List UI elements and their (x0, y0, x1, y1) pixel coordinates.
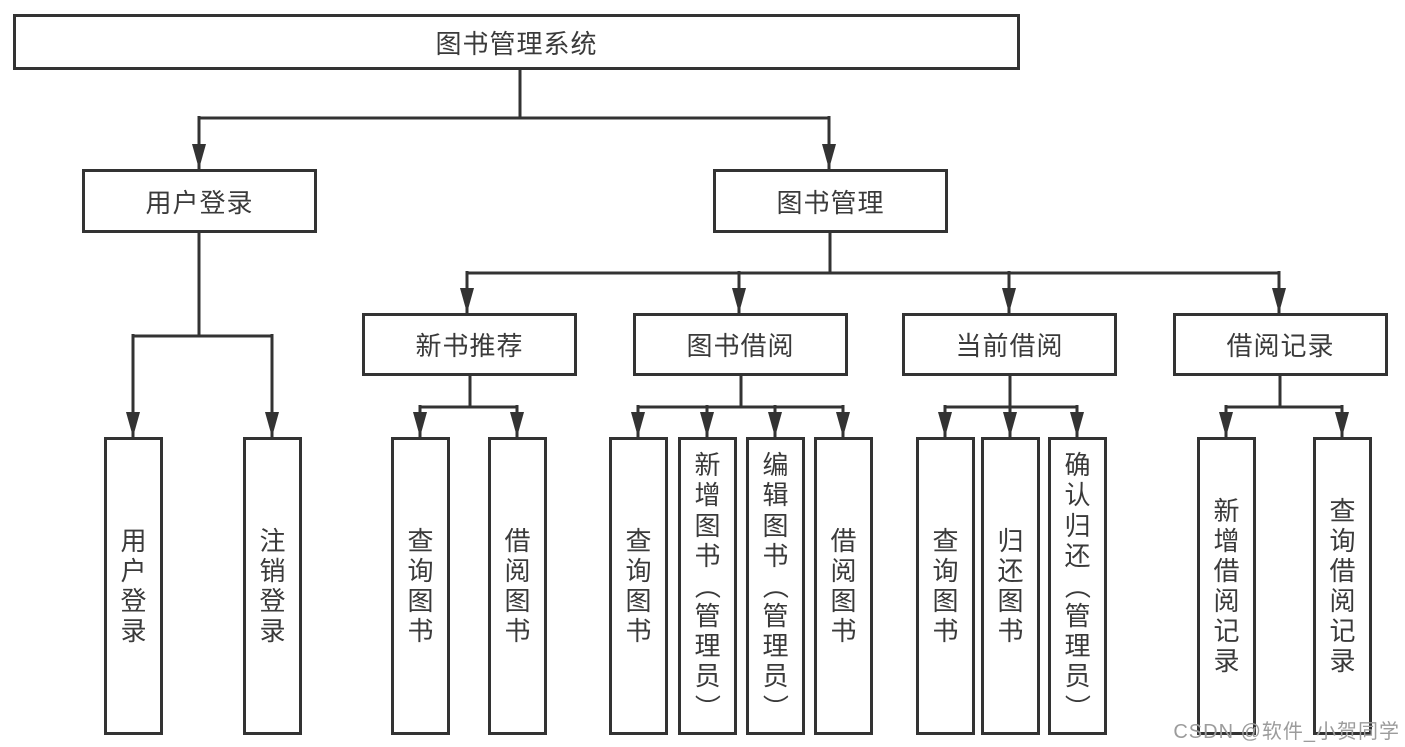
node-book-management: 图书管理 (713, 169, 948, 233)
node-borrowing-records-label: 借阅记录 (1226, 331, 1335, 361)
trunk-borrowing-records (1226, 376, 1342, 409)
connector-book-management-to-level3 (460, 233, 1286, 313)
leaf-nbr-query-books: 查询图书 (391, 437, 450, 735)
leaf-bb-edit-books-label: 编辑图书（管理员） (760, 450, 791, 720)
leaf-logout: 注销登录 (243, 437, 302, 735)
leaf-cb-confirm-return-label: 确认归还（管理员） (1062, 450, 1093, 720)
leaf-bb-add-books: 新增图书（管理员） (678, 437, 737, 735)
watermark: CSDN @软件_小贺同学 (1173, 721, 1400, 743)
leaf-cb-query-books-label: 查询图书 (932, 525, 959, 647)
leaf-nbr-borrow-books-label: 借阅图书 (504, 525, 531, 647)
connector-user-login-to-leaves (126, 233, 279, 437)
leaf-user-login: 用户登录 (104, 437, 163, 735)
leaf-br-query-record-label: 查询借阅记录 (1329, 495, 1356, 677)
leaf-bb-query-books: 查询图书 (609, 437, 668, 735)
connector-borrowing-records-to-leaves (1219, 376, 1349, 437)
leaf-cb-return-books: 归还图书 (981, 437, 1040, 735)
trunk-book-borrowing (638, 376, 843, 409)
leaf-bb-edit-books: 编辑图书（管理员） (746, 437, 805, 735)
node-book-borrowing: 图书借阅 (633, 313, 848, 376)
connector-new-book-recommend-to-leaves (413, 376, 524, 437)
node-borrowing-records: 借阅记录 (1173, 313, 1388, 376)
leaf-cb-query-books: 查询图书 (916, 437, 975, 735)
node-user-login: 用户登录 (82, 169, 317, 233)
leaf-bb-query-books-label: 查询图书 (625, 525, 652, 647)
leaf-bb-add-books-label: 新增图书（管理员） (692, 450, 723, 720)
node-current-borrowing-label: 当前借阅 (955, 331, 1064, 361)
leaf-user-login-label: 用户登录 (120, 525, 147, 647)
node-user-login-label: 用户登录 (145, 187, 254, 218)
leaf-bb-borrow-books: 借阅图书 (814, 437, 873, 735)
trunk-book-management (467, 233, 1279, 275)
trunk-root (199, 70, 829, 120)
leaf-br-add-record-label: 新增借阅记录 (1213, 495, 1240, 677)
node-current-borrowing: 当前借阅 (902, 313, 1117, 376)
node-new-book-recommend: 新书推荐 (362, 313, 577, 376)
node-new-book-recommend-label: 新书推荐 (415, 331, 524, 361)
node-root: 图书管理系统 (13, 14, 1020, 70)
node-book-management-label: 图书管理 (776, 187, 885, 218)
connector-book-borrowing-to-leaves (631, 376, 850, 437)
connector-root-to-level2 (192, 70, 836, 169)
connector-current-borrowing-to-leaves (938, 376, 1084, 437)
leaf-br-add-record: 新增借阅记录 (1197, 437, 1256, 735)
leaf-logout-label: 注销登录 (259, 525, 286, 647)
node-root-label: 图书管理系统 (435, 28, 598, 59)
leaf-bb-borrow-books-label: 借阅图书 (830, 525, 857, 647)
trunk-new-book-recommend (420, 376, 517, 409)
leaf-nbr-query-books-label: 查询图书 (407, 525, 434, 647)
leaf-nbr-borrow-books: 借阅图书 (488, 437, 547, 735)
trunk-current-borrowing (945, 376, 1077, 409)
leaf-cb-confirm-return: 确认归还（管理员） (1048, 437, 1107, 735)
leaf-cb-return-books-label: 归还图书 (997, 525, 1024, 647)
node-book-borrowing-label: 图书借阅 (686, 331, 795, 361)
trunk-user-login (133, 233, 272, 338)
leaf-br-query-record: 查询借阅记录 (1313, 437, 1372, 735)
